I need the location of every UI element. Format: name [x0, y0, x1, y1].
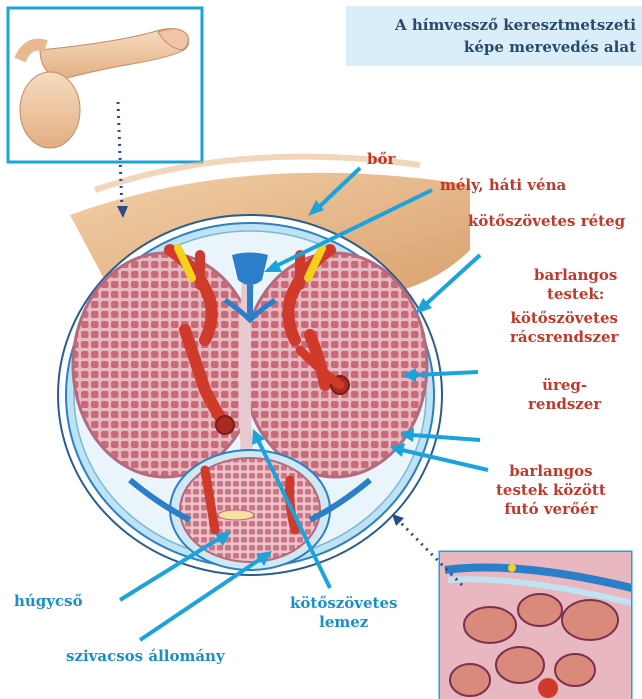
- label-inter-cavernous-artery: barlangos testek között futó verőér: [496, 462, 606, 519]
- label-cavity-system: üreg- rendszer: [528, 376, 601, 414]
- label-deep-dorsal-vein: mély, háti véna: [440, 176, 566, 195]
- urethra-lumen: [218, 510, 254, 520]
- label-artery-line1: barlangos: [496, 462, 606, 481]
- label-artery-line2: testek között: [496, 481, 606, 500]
- cross-section: [58, 215, 442, 575]
- label-cavity-line1: üreg-: [528, 376, 601, 395]
- left-cavernous-body: [73, 253, 257, 477]
- label-trabecular-line1: kötőszövetes: [510, 309, 618, 328]
- label-artery-line3: futó verőér: [496, 500, 606, 519]
- right-cavernous-body: [243, 253, 427, 477]
- label-trabecular-system: kötőszövetes rácsrendszer: [510, 309, 618, 347]
- side-view-inset: [8, 8, 202, 162]
- label-cavernous-line1: barlangos: [534, 266, 617, 285]
- label-trabecular-line2: rácsrendszer: [510, 328, 618, 347]
- label-cavernous-bodies: barlangos testek:: [534, 266, 617, 304]
- label-cavernous-line2: testek:: [534, 285, 617, 304]
- detail-inset: [440, 552, 640, 699]
- label-urethra: húgycső: [14, 592, 83, 611]
- label-skin: bőr: [367, 150, 395, 169]
- label-spongy-tissue: szivacsos állomány: [66, 647, 225, 666]
- spongy-body: [180, 458, 320, 562]
- label-connective-layer: kötőszövetes réteg: [468, 212, 625, 231]
- label-septum-line1: kötőszövetes: [290, 594, 397, 613]
- label-cavity-line2: rendszer: [528, 395, 601, 414]
- label-septum: kötőszövetes lemez: [290, 594, 397, 632]
- label-septum-line2: lemez: [290, 613, 397, 632]
